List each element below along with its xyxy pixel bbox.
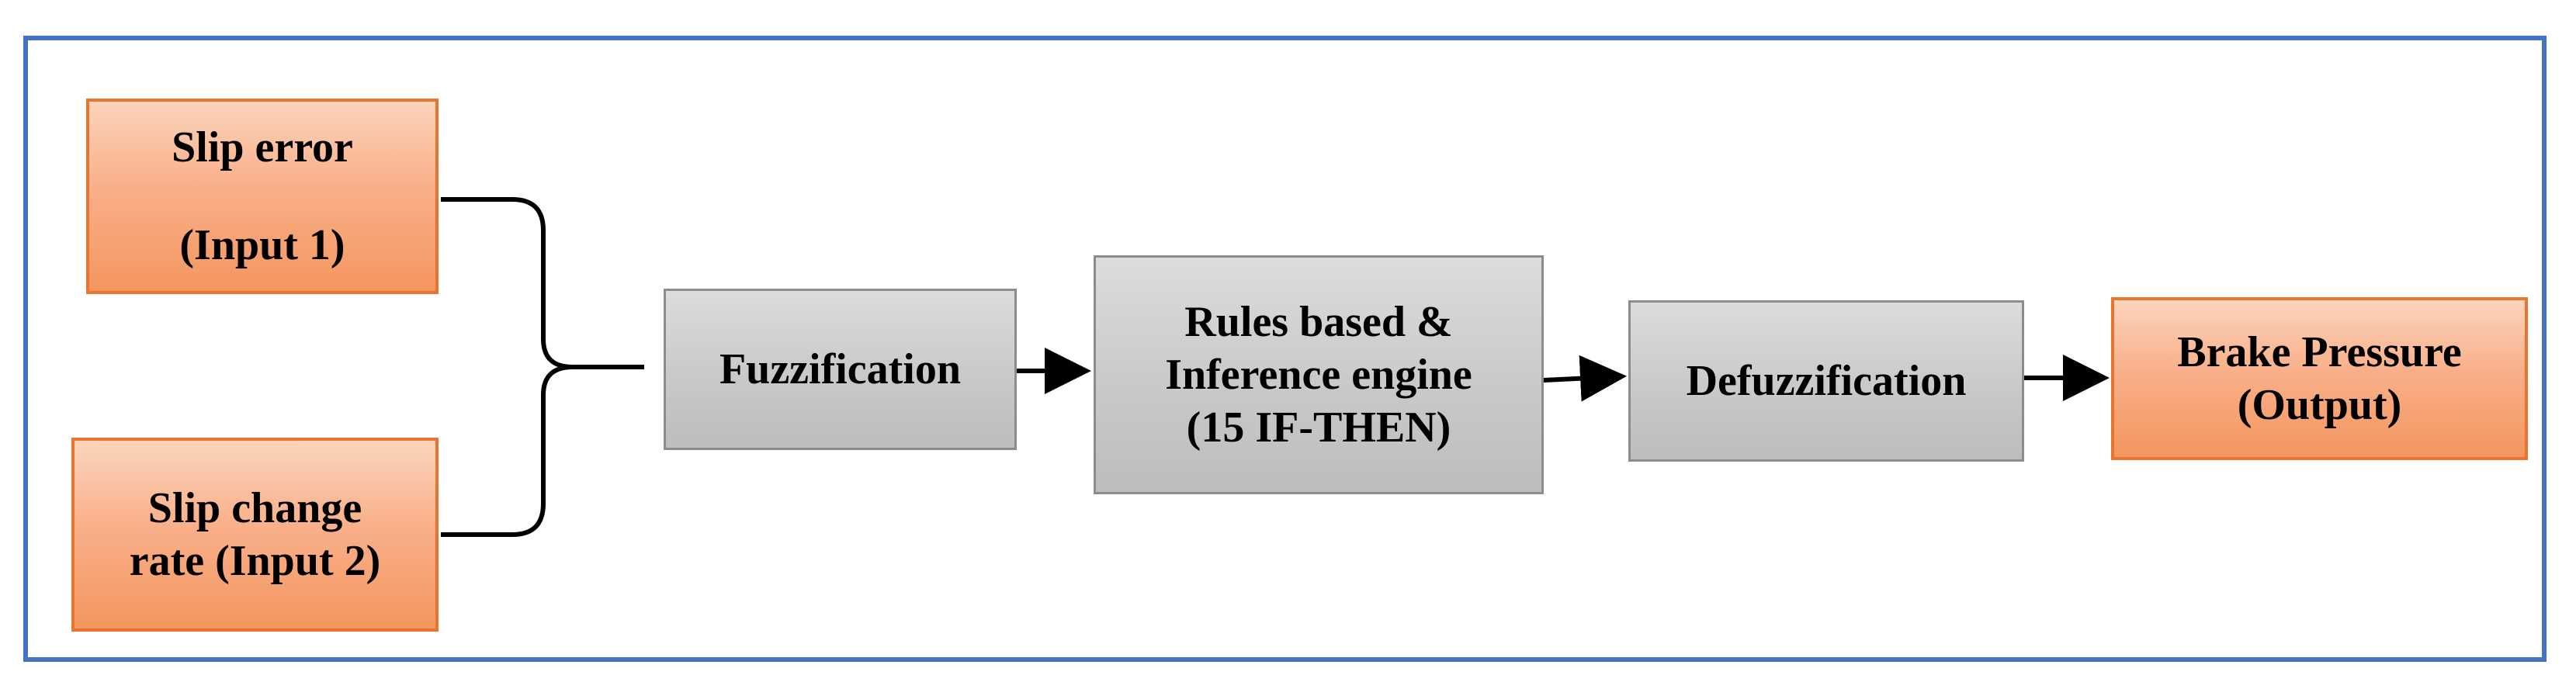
defuzzification-label: Defuzzification	[1686, 356, 1967, 405]
output-brake-pressure-sublabel: (Output)	[2237, 381, 2402, 429]
output-brake-pressure-label: Brake Pressure	[2177, 327, 2462, 376]
fuzzification-label: Fuzzification	[719, 345, 962, 393]
input-merge-brace	[441, 197, 644, 537]
output-brake-pressure-box: Brake Pressure (Output)	[2111, 297, 2528, 460]
rules-label-line3: (15 IF-THEN)	[1186, 403, 1451, 452]
input-slip-error-label: Slip error	[172, 123, 353, 171]
input-slip-change-rate-box: Slip change rate (Input 2)	[71, 438, 439, 632]
arrow-rules-to-defuzzification	[1543, 355, 1627, 402]
defuzzification-box: Defuzzification	[1628, 300, 2024, 462]
input-slip-error-box: Slip error (Input 1)	[86, 99, 439, 294]
input-slip-change-rate-sublabel: rate (Input 2)	[129, 537, 381, 585]
input-slip-change-rate-label: Slip change	[147, 483, 362, 532]
rules-label-line2: Inference engine	[1165, 350, 1472, 399]
rules-label-line1: Rules based &	[1184, 297, 1453, 346]
fuzzification-box: Fuzzification	[664, 289, 1017, 450]
input-slip-error-sublabel: (Input 1)	[179, 221, 345, 269]
rules-inference-engine-box: Rules based & Inference engine (15 IF-TH…	[1094, 255, 1544, 494]
